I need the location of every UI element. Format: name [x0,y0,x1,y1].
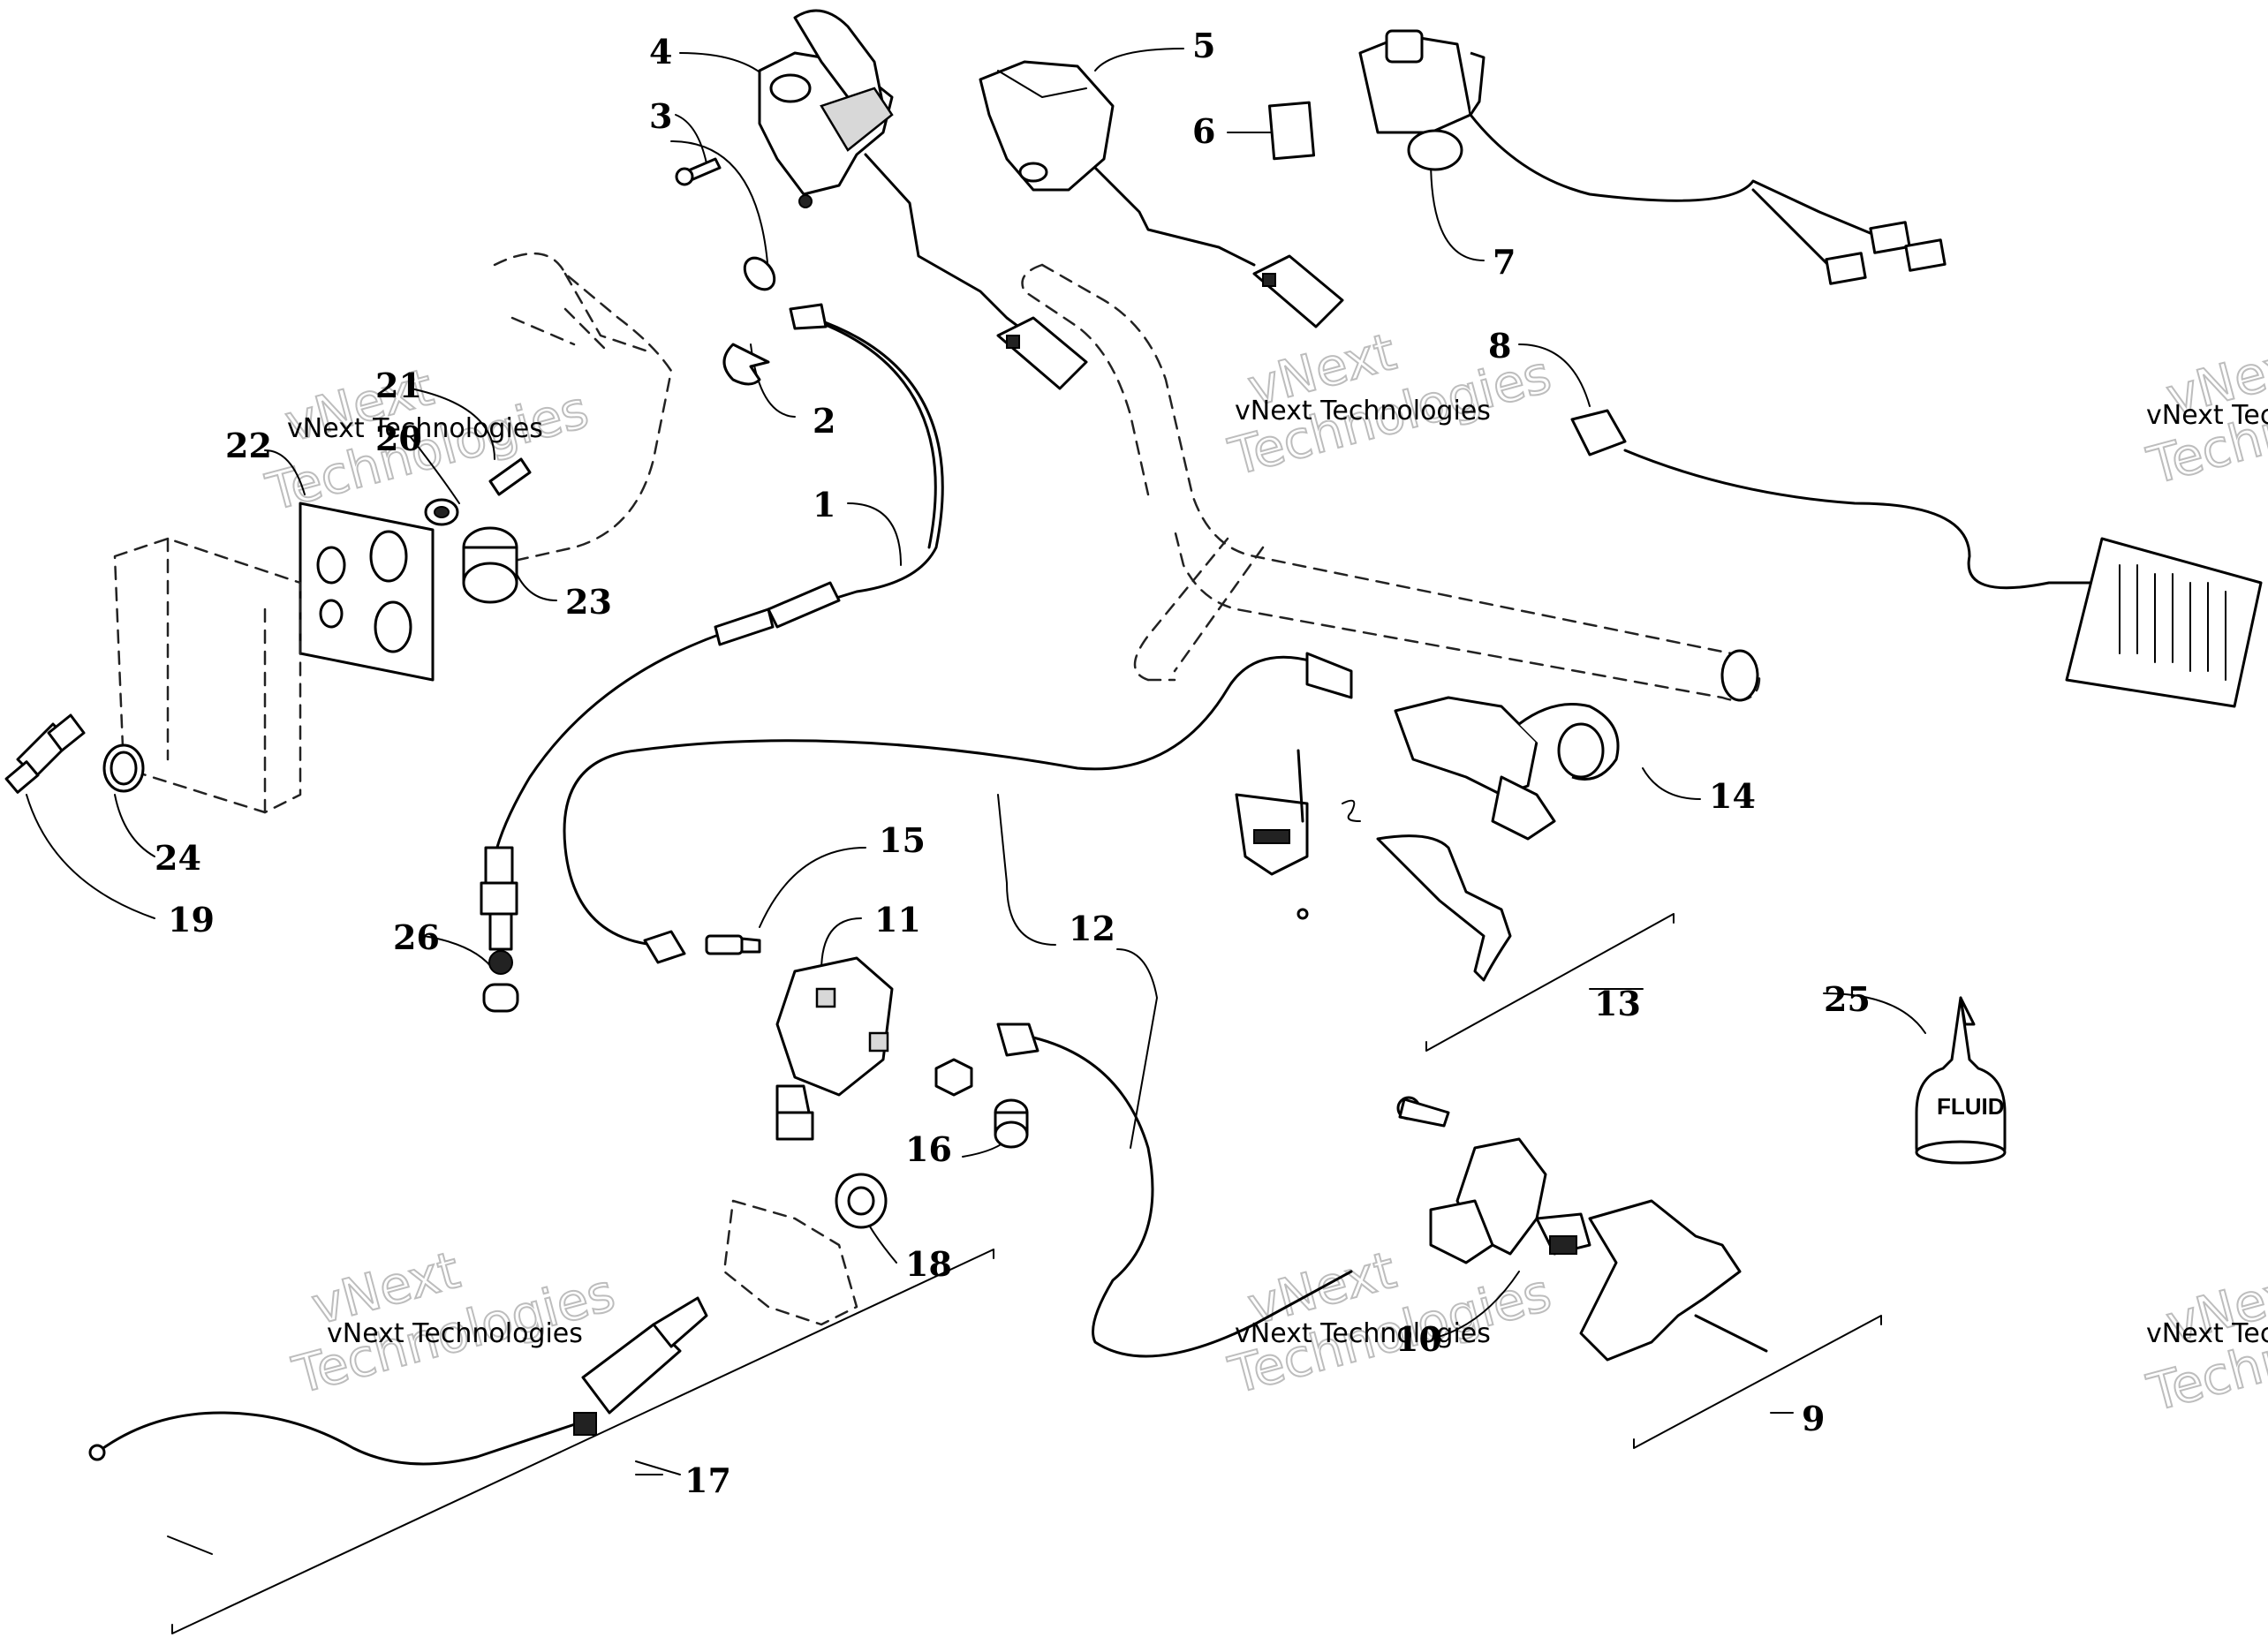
bushing-item-23 [462,526,518,604]
heated-switch-item-7 [1358,29,1486,171]
nut-item-18 [835,1173,888,1229]
callout-4: 4 [649,32,672,72]
watermark-text-bottom-center: vNext Technologies [1235,1318,1491,1349]
screw-item-3 [675,157,722,186]
callout-5: 5 [1192,26,1215,65]
switch-cover-item-5 [979,60,1115,192]
cable-end-item-26 [480,846,519,1013]
callout-16: 16 [905,1129,952,1169]
callout-22: 22 [225,426,272,465]
callout-17: 17 [684,1460,731,1500]
sensor-item-19 [4,713,86,794]
handlebar-phantom [493,252,1761,1326]
cable-fitting [643,652,1353,1057]
watermark-text-bottom-left: vNext Technologies [327,1318,583,1349]
callout-23: 23 [565,582,612,622]
caliper-item-9 [1396,1096,1768,1362]
watermark-text-top-left: vNext Technologies [287,413,543,444]
cable-adjuster [714,581,841,646]
switch-item-11 [775,956,894,1141]
nut-item-16 [934,1058,1029,1149]
key-item-21 [488,457,532,496]
screw-item-15 [705,934,761,955]
switch-item-17 [88,1296,708,1461]
watermark-top-right: vNext Technologies [2141,329,2268,497]
throttle-housing [758,9,894,208]
callout-25: 25 [1824,979,1871,1019]
callout-3: 3 [649,96,672,136]
fluid-bottle-label: FLUID [1937,1093,2005,1120]
callout-15: 15 [879,820,926,860]
watermark-bottom-left: vNext Technologies [286,1239,622,1407]
callout-10: 10 [1395,1319,1442,1359]
e-clip-item-2 [722,256,828,386]
callout-2: 2 [813,401,835,441]
cables [95,113,2121,1466]
grommet-item-20 [424,498,459,526]
callout-19: 19 [168,900,215,939]
watermark-text-top-center: vNext Technologies [1235,396,1491,426]
fluid-bottle-item-25: FLUID [1915,996,2007,1165]
callout-11: 11 [874,900,921,939]
brake-lever-item-13 [1235,749,1512,982]
callout-12: 12 [1069,909,1115,948]
heater-element-item-8 [1570,409,2263,708]
harness-connectors [996,254,1344,390]
callout-9: 9 [1802,1399,1825,1438]
callout-1: 1 [813,485,835,524]
callout-6: 6 [1192,111,1215,151]
gasket-item-22 [299,502,435,682]
watermark-text-top-right: vNext Technologies [2146,400,2268,431]
ring-item-24 [102,743,145,793]
leader-lines [26,48,1926,1634]
watermark-top-center: vNext Technologies [1222,321,1558,488]
callout-8: 8 [1488,326,1511,366]
callout-20: 20 [375,419,422,458]
callout-18: 18 [905,1244,952,1284]
watermark-text-bottom-right: vNext Technologies [2146,1318,2268,1349]
callout-7: 7 [1493,242,1516,282]
callout-26: 26 [393,917,440,957]
switch-pad-item-6 [1267,101,1316,161]
callout-21: 21 [375,366,422,405]
callout-24: 24 [155,838,201,878]
callout-13: 13 [1594,984,1641,1023]
callout-14: 14 [1709,776,1756,816]
callout-numbers: 1 2 3 4 5 6 7 8 9 10 11 12 13 14 15 16 1… [155,26,1871,1500]
plug-connectors [1825,221,1947,285]
lever-mount-item-14 [1394,696,1620,841]
